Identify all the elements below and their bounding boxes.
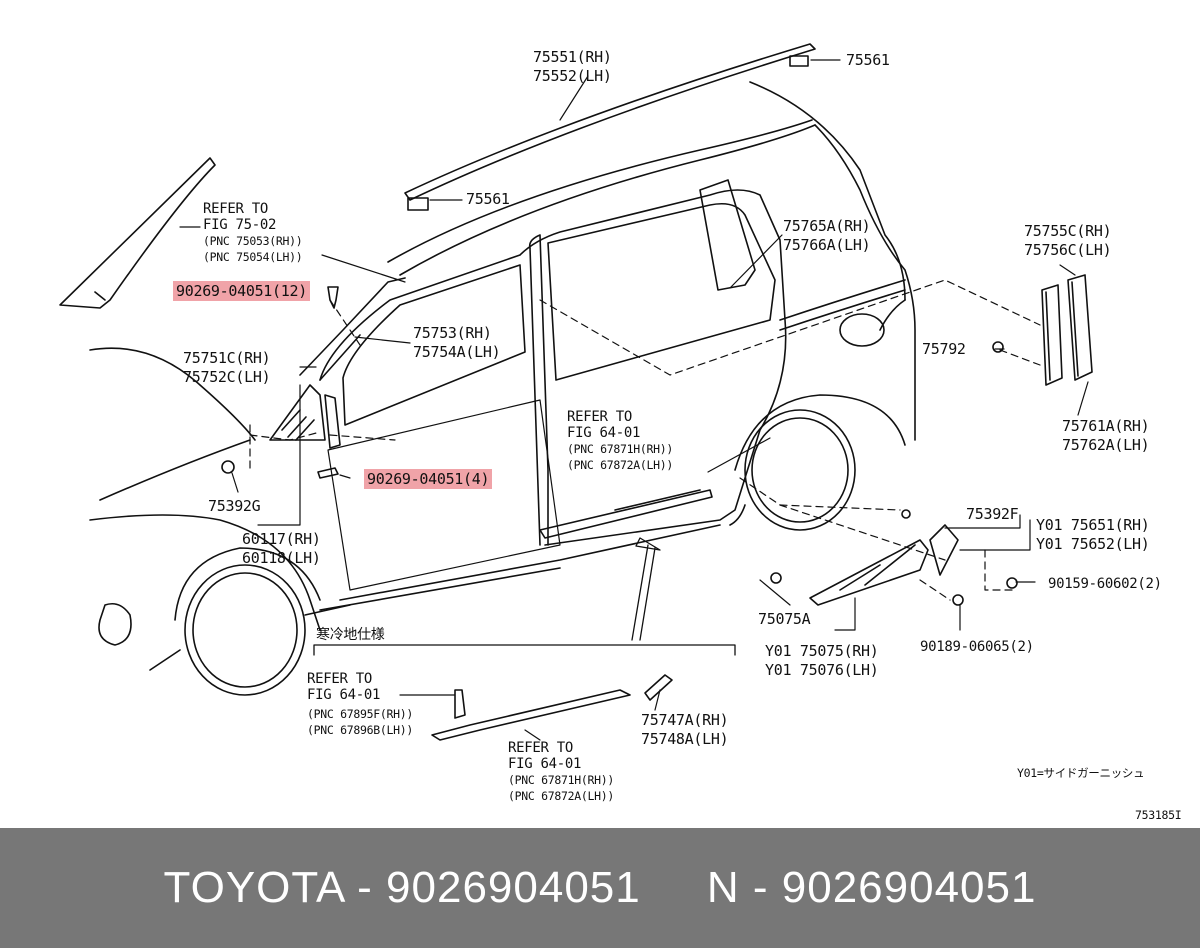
- label-75551: 75551(RH): [533, 48, 612, 66]
- label-fig-64-01-c: FIG 64-01: [508, 756, 582, 772]
- label-fig-64-01-b: FIG 64-01: [307, 687, 381, 703]
- label-75761a: 75761A(RH): [1062, 417, 1150, 435]
- label-pnc-75054: (PNC 75054(LH)): [203, 250, 303, 264]
- label-refer-64-01-b: REFER TO: [307, 671, 373, 687]
- label-90189-06065: 90189-06065(2): [920, 639, 1034, 655]
- label-pnc-67896b: (PNC 67896B(LH)): [307, 723, 413, 737]
- car-body-drawing: [59, 43, 1093, 741]
- label-75561-top: 75561: [846, 51, 890, 69]
- highlighted-part-number: 90269-04051(12): [173, 281, 310, 301]
- footer-part-number: TOYOTA - 9026904051 N - 9026904051: [163, 863, 1037, 912]
- label-pnc-75053: (PNC 75053(RH)): [203, 234, 303, 248]
- label-60118: 60118(LH): [242, 549, 321, 567]
- label-75075a: 75075A: [758, 610, 811, 628]
- label-75762a: 75762A(LH): [1062, 436, 1150, 454]
- roof-molding: [404, 43, 816, 201]
- label-pnc-67872a-a: (PNC 67872A(LH)): [567, 458, 673, 472]
- label-75753: 75753(RH): [413, 324, 492, 342]
- label-cold-spec: 寒冷地仕様: [316, 627, 385, 643]
- label-90269-04051-12: 90269-04051(12): [173, 281, 310, 301]
- label-75766a: 75766A(LH): [783, 236, 871, 254]
- highlighted-part-number-4: 90269-04051(4): [364, 469, 493, 489]
- label-y01-75651: Y01 75651(RH): [1036, 516, 1150, 534]
- label-pnc-67895f: (PNC 67895F(RH)): [307, 707, 413, 721]
- label-75747a: 75747A(RH): [641, 711, 729, 729]
- figure-code: 753185I: [1135, 808, 1182, 822]
- label-y01-75075: Y01 75075(RH): [765, 642, 879, 660]
- front-pillar-molding: [59, 157, 216, 309]
- label-90269-04051-4: 90269-04051(4): [364, 469, 493, 489]
- label-75552: 75552(LH): [533, 67, 612, 85]
- label-pnc-67871h-c: (PNC 67871H(RH)): [508, 773, 614, 787]
- label-75392f: 75392F: [966, 505, 1019, 523]
- label-90159-60602: 90159-60602(2): [1048, 576, 1162, 592]
- label-fig-75-02: FIG 75-02: [203, 217, 277, 233]
- label-pnc-67872a-c: (PNC 67872A(LH)): [508, 789, 614, 803]
- label-60117: 60117(RH): [242, 530, 321, 548]
- label-75792: 75792: [922, 340, 966, 358]
- label-y01-75652: Y01 75652(LH): [1036, 535, 1150, 553]
- label-75756c: 75756C(LH): [1024, 241, 1112, 259]
- label-75765a: 75765A(RH): [783, 217, 871, 235]
- footer-bar: TOYOTA - 9026904051 N - 9026904051: [0, 828, 1200, 948]
- label-75754a: 75754A(LH): [413, 343, 501, 361]
- label-refer-75-02: REFER TO: [203, 201, 269, 217]
- label-refer-64-01-c: REFER TO: [508, 740, 574, 756]
- label-y01-note: Y01=サイドガーニッシュ: [1017, 766, 1145, 780]
- label-75561-mid: 75561: [466, 190, 510, 208]
- label-75748a: 75748A(LH): [641, 730, 729, 748]
- label-75751c: 75751C(RH): [183, 349, 271, 367]
- label-75752c: 75752C(LH): [183, 368, 271, 386]
- label-refer-64-01-a: REFER TO: [567, 409, 633, 425]
- label-fig-64-01-a: FIG 64-01: [567, 425, 641, 441]
- parts-diagram: 75551(RH) 75552(LH) 75561 75561 REFER TO…: [59, 43, 1182, 822]
- label-75392g: 75392G: [208, 497, 261, 515]
- label-75755c: 75755C(RH): [1024, 222, 1112, 240]
- label-y01-75076: Y01 75076(LH): [765, 661, 879, 679]
- label-pnc-67871h-a: (PNC 67871H(RH)): [567, 442, 673, 456]
